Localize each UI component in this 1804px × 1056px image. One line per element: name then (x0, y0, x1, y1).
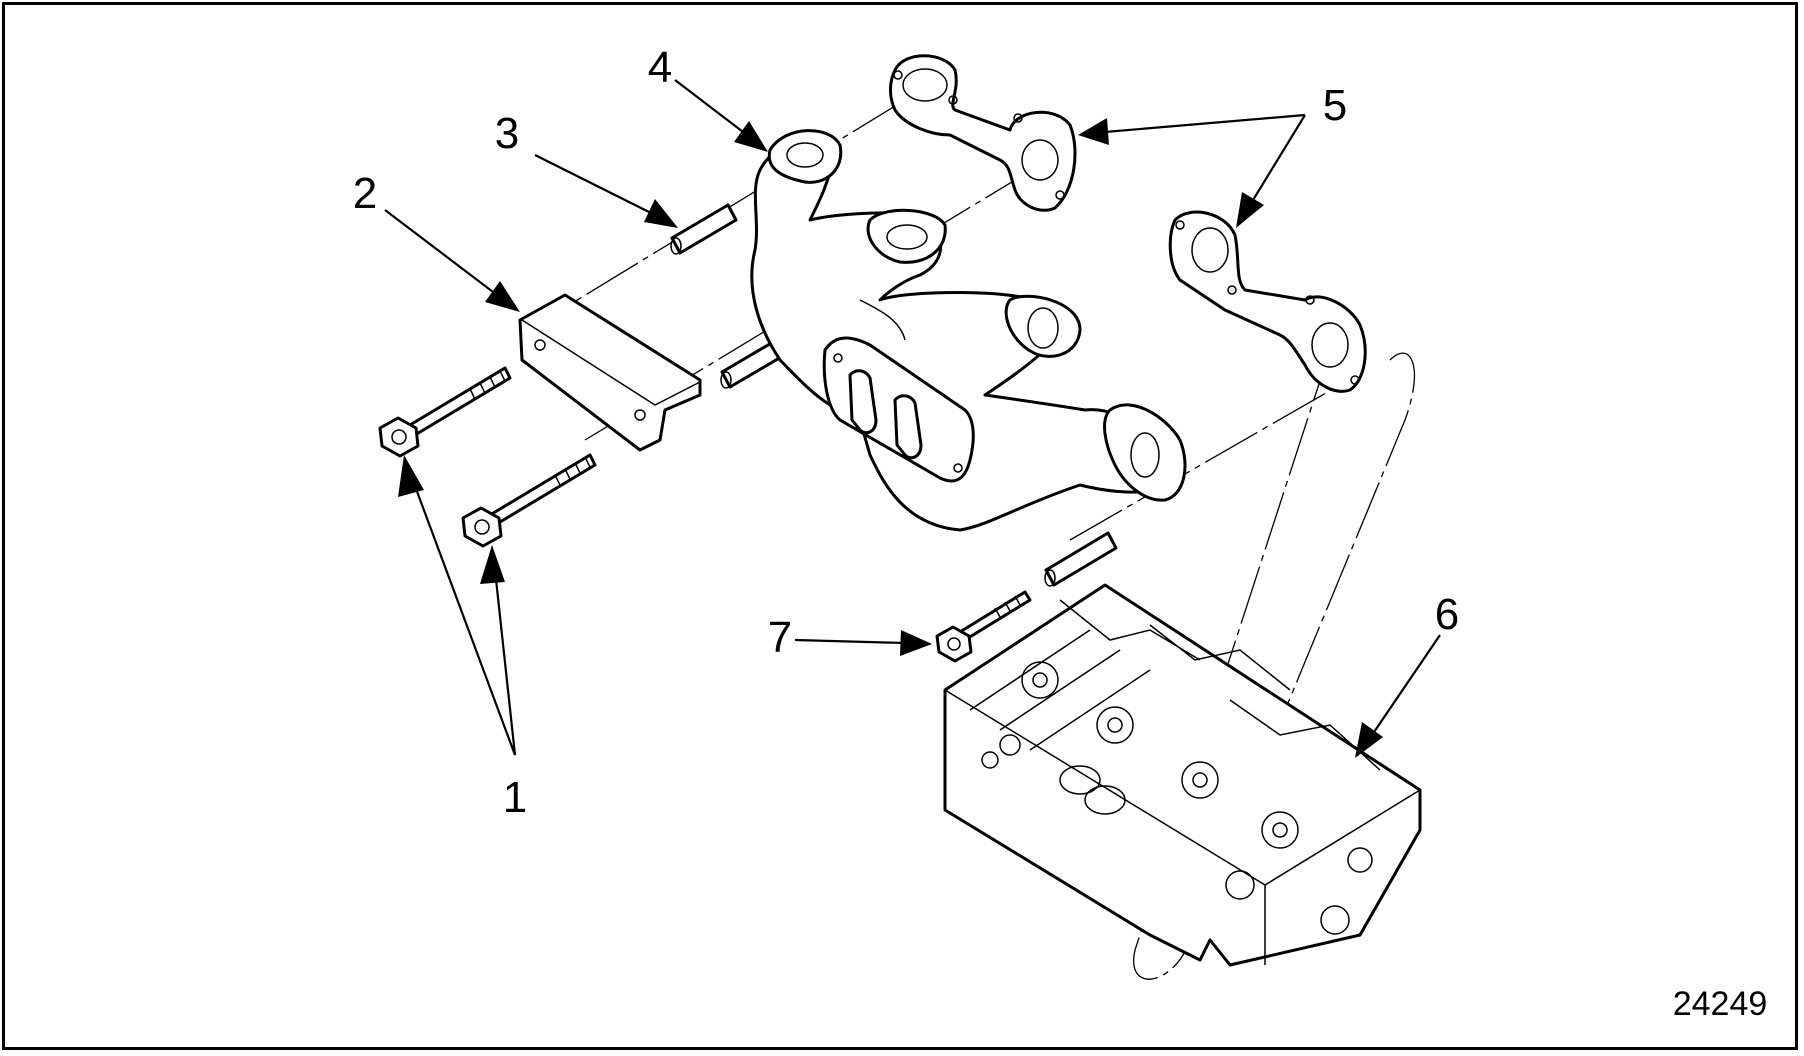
gasket-lower (1168, 210, 1367, 393)
leader-2 (384, 209, 520, 312)
callout-2: 2 (353, 169, 377, 218)
callout-5: 5 (1323, 81, 1347, 130)
cylinder-head (943, 583, 1422, 967)
leader-7 (794, 630, 932, 656)
gasket-upper (889, 54, 1077, 212)
callout-6: 6 (1435, 590, 1459, 639)
leader-4 (674, 79, 768, 152)
bolt-7 (935, 590, 1032, 663)
dowel-upper (670, 203, 738, 255)
leader-3 (534, 154, 678, 228)
leader-5b (1236, 114, 1306, 228)
bolt-lower (461, 453, 597, 548)
bolt-upper (378, 366, 512, 458)
callout-3: 3 (495, 109, 519, 158)
leader-1b (480, 545, 517, 756)
bracket (518, 293, 702, 452)
callout-7: 7 (768, 613, 792, 662)
leader-1a (398, 455, 517, 756)
callout-1: 1 (503, 773, 527, 822)
figure-number: 24249 (1673, 985, 1768, 1023)
exhaust-manifold (750, 129, 1187, 532)
leader-6 (1355, 634, 1441, 758)
callout-4: 4 (648, 43, 672, 92)
dowel-lower (1044, 531, 1118, 587)
leader-5a (1078, 113, 1306, 145)
